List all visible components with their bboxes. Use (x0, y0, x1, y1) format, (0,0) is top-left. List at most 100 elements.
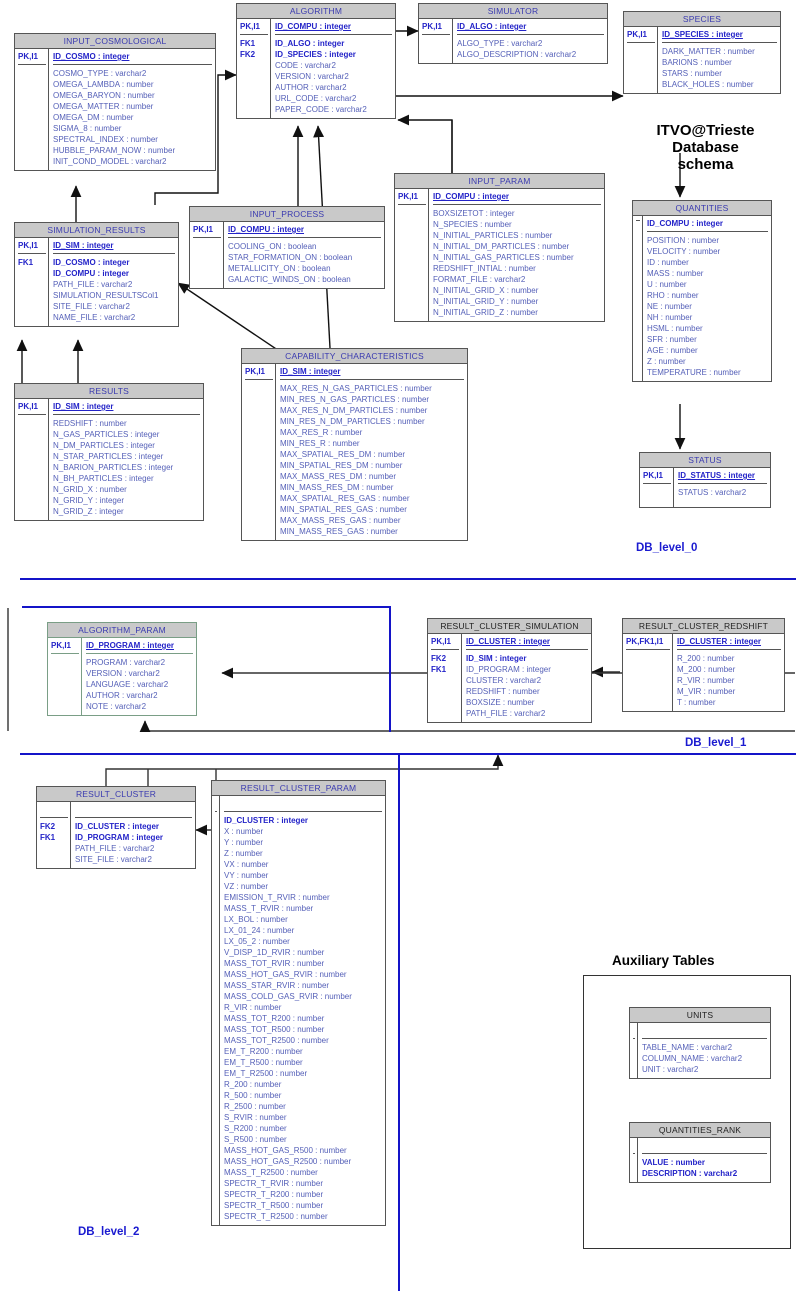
table-units[interactable]: UNITS TABLE_NAME : varchar2 COLUMN_NAME … (629, 1007, 771, 1079)
table-header: ALGORITHM (237, 4, 395, 19)
attribute: SITE_FILE : varchar2 (53, 302, 130, 311)
attribute: REDSHIFT_INTIAL : number (433, 264, 536, 273)
attribute: STATUS : varchar2 (678, 488, 747, 497)
attribute: STAR_FORMATION_ON : boolean (228, 253, 353, 262)
table-quantities-rank[interactable]: QUANTITIES_RANK VALUE : number DESCRIPTI… (629, 1122, 771, 1183)
level1-vertical-rail (389, 606, 391, 732)
attribute: R_VIR : number (677, 676, 735, 685)
attribute: N_GRID_Z : integer (53, 507, 124, 516)
attribute: N_BH_PARTICLES : integer (53, 474, 154, 483)
attribute: ALGO_TYPE : varchar2 (457, 39, 543, 48)
fk-field: ID_ALGO : integer (275, 39, 345, 48)
table-algorithm-param[interactable]: ALGORITHM_PARAM PK,I1 ID_PROGRAM : integ… (47, 622, 197, 716)
attribute: MIN_SPATIAL_RES_GAS : number (280, 505, 407, 514)
table-status[interactable]: STATUS PK,I1 ID_STATUS : integer STATUS … (639, 452, 771, 508)
attribute: R_200 : number (224, 1080, 282, 1089)
table-quantities[interactable]: QUANTITIES ID_COMPU : integer POSITION :… (632, 200, 772, 382)
pk-label (633, 1140, 635, 1151)
attribute: MASS_HOT_GAS_R500 : number (224, 1146, 347, 1155)
table-header: INPUT_PROCESS (190, 207, 384, 222)
table-header: RESULT_CLUSTER_SIMULATION (428, 619, 591, 634)
table-species[interactable]: SPECIES PK,I1 ID_SPECIES : integer DARK_… (623, 11, 781, 94)
attribute-list: ID_COSMO : integer ID_COMPU : integer PA… (53, 253, 175, 323)
attribute: HSML : number (647, 324, 703, 333)
attribute: ALGO_DESCRIPTION : varchar2 (457, 50, 577, 59)
table-simulator[interactable]: SIMULATOR PK,I1 ID_ALGO : integer ALGO_T… (418, 3, 608, 64)
table-input-param[interactable]: INPUT_PARAM PK,I1 ID_COMPU : integer BOX… (394, 173, 605, 322)
attribute: GALACTIC_WINDS_ON : boolean (228, 275, 351, 284)
table-header: CAPABILITY_CHARACTERISTICS (242, 349, 467, 364)
attribute: PATH_FILE : varchar2 (466, 709, 546, 718)
table-result-cluster-param[interactable]: RESULT_CLUSTER_PARAM ID_CLUSTER : intege… (211, 780, 386, 1226)
attribute: COOLING_ON : boolean (228, 242, 317, 251)
pk-field: ID_COMPU : integer (228, 225, 305, 234)
table-algorithm[interactable]: ALGORITHM PK,I1 FK1 FK2 ID_COMPU : integ… (236, 3, 396, 119)
pk-label: PK,I1 (398, 192, 419, 201)
attribute: NOTE : varchar2 (86, 702, 147, 711)
pk-label (40, 804, 68, 815)
attribute: CLUSTER : varchar2 (466, 676, 542, 685)
attribute: M_VIR : number (677, 687, 736, 696)
table-simulation-results[interactable]: SIMULATION_RESULTS PK,I1 FK1 ID_SIM : in… (14, 222, 179, 327)
table-header: ALGORITHM_PARAM (48, 623, 196, 638)
table-result-cluster[interactable]: RESULT_CLUSTER FK2 FK1 ID_CLUSTER : inte… (36, 786, 196, 869)
attribute: V_DISP_1D_RVIR : number (224, 948, 325, 957)
table-header: RESULT_CLUSTER_REDSHIFT (623, 619, 784, 634)
attribute: METALLICITY_ON : boolean (228, 264, 331, 273)
attribute: VELOCITY : number (647, 247, 721, 256)
pk-label: PK,I1 (18, 402, 39, 411)
attribute: ID : number (647, 258, 689, 267)
attribute: N_DM_PARTICLES : integer (53, 441, 155, 450)
attribute: SIMULATION_RESULTSCol1 (53, 291, 159, 300)
pk-field: ID_CLUSTER : integer (466, 637, 551, 646)
attribute: POSITION : number (647, 236, 720, 245)
table-header: RESULT_CLUSTER (37, 787, 195, 802)
pk-label: PK,I1 (422, 22, 443, 31)
fk-label: FK2 (431, 654, 447, 663)
attribute: PATH_FILE : varchar2 (75, 844, 155, 853)
attribute: MAX_MASS_RES_GAS : number (280, 516, 401, 525)
table-result-cluster-simulation[interactable]: RESULT_CLUSTER_SIMULATION PK,I1 FK2 FK1 … (427, 618, 592, 723)
attribute: N_GRID_X : number (53, 485, 127, 494)
attribute: S_R200 : number (224, 1124, 287, 1133)
attribute: N_GRID_Y : integer (53, 496, 124, 505)
table-result-cluster-redshift[interactable]: RESULT_CLUSTER_REDSHIFT PK,FK1,I1 ID_CLU… (622, 618, 785, 712)
attribute: EM_T_R200 : number (224, 1047, 303, 1056)
attribute: Z : number (647, 357, 686, 366)
table-results[interactable]: RESULTS PK,I1 ID_SIM : integer REDSHIFT … (14, 383, 204, 521)
pk-field: ID_COMPU : integer (647, 219, 724, 228)
attribute: COSMO_TYPE : varchar2 (53, 69, 147, 78)
attribute: T : number (677, 698, 716, 707)
attribute: BLACK_HOLES : number (662, 80, 754, 89)
table-header: INPUT_COSMOLOGICAL (15, 34, 215, 49)
attribute: N_INITIAL_PARTICLES : number (433, 231, 553, 240)
attribute: N_INITIAL_GRID_X : number (433, 286, 539, 295)
pk-label (633, 1025, 635, 1036)
pk-field: ID_SIM : integer (53, 241, 114, 250)
attribute: DARK_MATTER : number (662, 47, 755, 56)
table-input-process[interactable]: INPUT_PROCESS PK,I1 ID_COMPU : integer C… (189, 206, 385, 289)
attribute: MAX_MASS_RES_DM : number (280, 472, 397, 481)
level0-separator (20, 578, 796, 580)
attribute: S_R500 : number (224, 1135, 287, 1144)
attribute: R_2500 : number (224, 1102, 286, 1111)
attribute: EM_T_R500 : number (224, 1058, 303, 1067)
pk-label: PK,I1 (431, 637, 452, 646)
attribute: SPECTRAL_INDEX : number (53, 135, 158, 144)
attribute: SIGMA_8 : number (53, 124, 122, 133)
attribute-list: MAX_RES_N_GAS_PARTICLES : number MIN_RES… (280, 379, 464, 537)
fk-label: FK1 (431, 665, 447, 674)
attribute-list: BOXSIZETOT : integer N_SPECIES : number … (433, 204, 601, 318)
attribute-list: DARK_MATTER : number BARIONS : number ST… (662, 42, 777, 90)
attribute: N_BARION_PARTICLES : integer (53, 463, 174, 472)
attribute: MASS_TOT_R200 : number (224, 1014, 325, 1023)
table-capability-characteristics[interactable]: CAPABILITY_CHARACTERISTICS PK,I1 ID_SIM … (241, 348, 468, 541)
attribute: NAME_FILE : varchar2 (53, 313, 136, 322)
attribute: URL_CODE : varchar2 (275, 94, 357, 103)
attribute: STARS : number (662, 69, 722, 78)
fk-field: ID_CLUSTER : integer (224, 816, 309, 825)
attribute: S_RVIR : number (224, 1113, 287, 1122)
pk-field: ID_ALGO : integer (457, 22, 527, 31)
table-input-cosmological[interactable]: INPUT_COSMOLOGICAL PK,I1 ID_COSMO : inte… (14, 33, 216, 171)
pk-field: ID_COMPU : integer (275, 22, 352, 31)
